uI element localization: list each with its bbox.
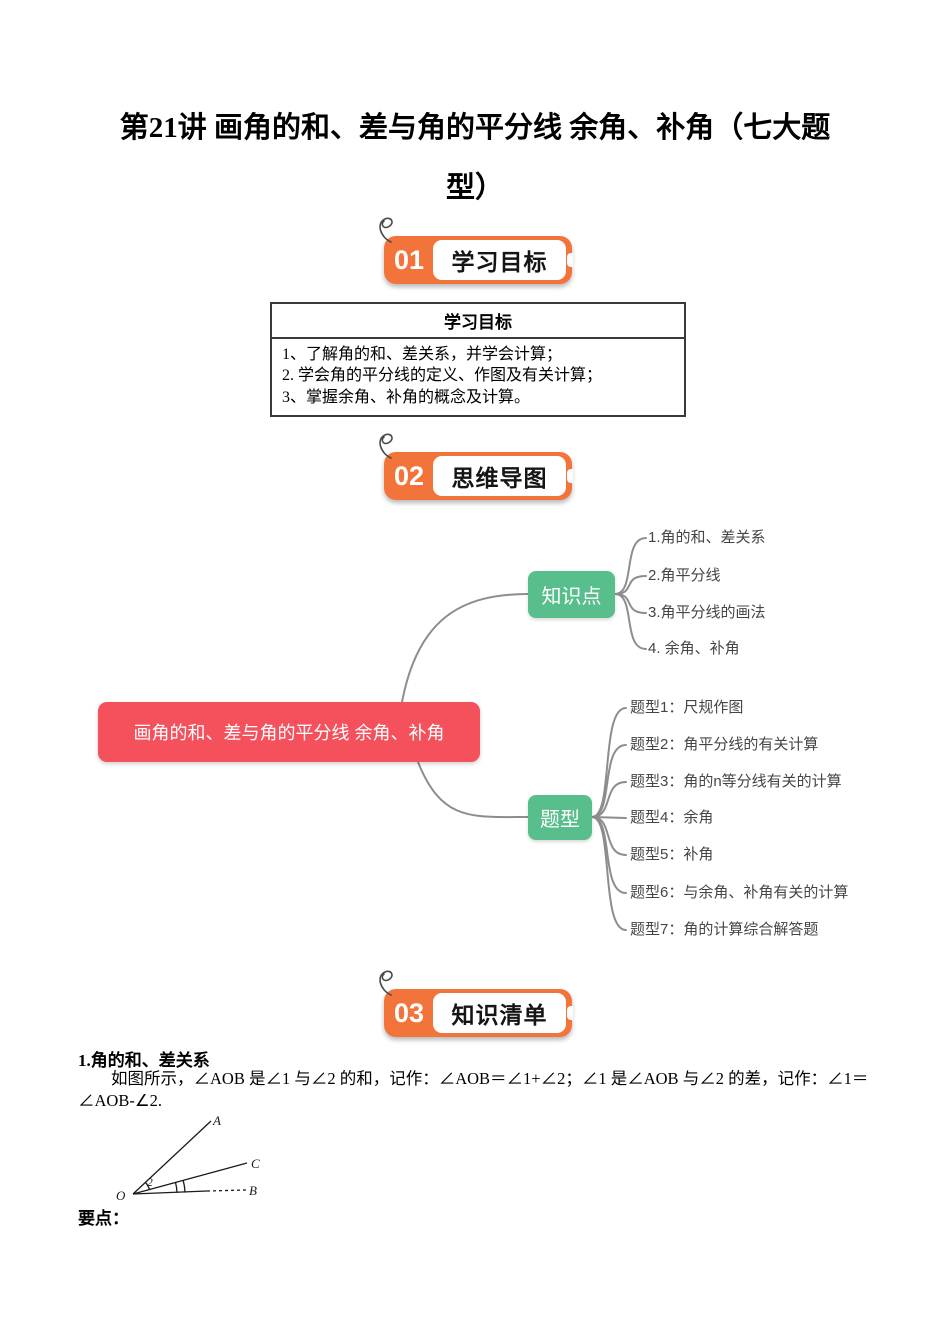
mindmap-knowledge-item: 4. 余角、补角 bbox=[648, 640, 740, 657]
mindmap-root-node: 画角的和、差与角的平分线 余角、补角 bbox=[98, 702, 480, 762]
figure-angle-2-label: 2 bbox=[147, 1177, 153, 1189]
figure-label-b: B bbox=[249, 1183, 257, 1198]
angle-1-arc bbox=[174, 1182, 178, 1193]
objectives-table-body: 1、了解角的和、差关系，并学会计算； 2. 学会角的平分线的定义、作图及有关计算… bbox=[272, 339, 684, 415]
ray-oa bbox=[132, 1120, 212, 1195]
mindmap-problem-type-item: 题型5：补角 bbox=[630, 846, 714, 863]
squiggle-clip-icon bbox=[379, 970, 393, 996]
angle-2-arc bbox=[145, 1182, 151, 1190]
section-badge-01: 01 学习目标 bbox=[379, 217, 573, 284]
squiggle-clip-icon bbox=[379, 433, 393, 459]
mindmap-problem-type-item: 题型3：角的n等分线有关的计算 bbox=[630, 773, 842, 790]
section-title: 学习目标 bbox=[433, 240, 566, 280]
figure-label-c: C bbox=[251, 1156, 260, 1171]
section-number: 03 bbox=[393, 998, 425, 1028]
ray-ob-dashed bbox=[206, 1189, 247, 1192]
page-title-line2: 型） bbox=[445, 172, 504, 204]
section-title: 知识清单 bbox=[433, 993, 566, 1033]
ray-oc bbox=[132, 1162, 248, 1195]
mindmap-problem-type-item: 题型6：与余角、补角有关的计算 bbox=[630, 884, 849, 901]
ray-ob-solid bbox=[132, 1190, 208, 1195]
section-number: 01 bbox=[393, 245, 425, 275]
section-number: 02 bbox=[393, 461, 425, 491]
objective-item: 3、掌握余角、补角的概念及计算。 bbox=[282, 388, 531, 406]
mindmap-connectors bbox=[401, 537, 647, 931]
knowledge-paragraph: 如图所示，∠AOB 是∠1 与∠2 的和，记作：∠AOB＝∠1+∠2；∠1 是∠… bbox=[78, 1069, 869, 1111]
mindmap-branch-problem-types: 题型 bbox=[528, 795, 592, 840]
angle-1-arc2 bbox=[182, 1180, 186, 1193]
objective-item: 1、了解角的和、差关系，并学会计算； bbox=[282, 346, 563, 363]
keypoints-label: 要点： bbox=[78, 1209, 129, 1228]
page-title: 第21讲 画角的和、差与角的平分线 余角、补角（七大题 型） bbox=[0, 98, 950, 218]
mindmap-problem-type-item: 题型1：尺规作图 bbox=[630, 699, 744, 716]
knowledge-heading: 1.角的和、差关系 bbox=[78, 1051, 210, 1070]
objectives-table-header: 学习目标 bbox=[272, 304, 684, 339]
mindmap-knowledge-item: 2.角平分线 bbox=[648, 567, 721, 584]
section-badge-03: 03 知识清单 bbox=[379, 970, 573, 1037]
page-title-line1: 第21讲 画角的和、差与角的平分线 余角、补角（七大题 bbox=[119, 112, 831, 144]
figure-label-o: O bbox=[116, 1188, 126, 1203]
mindmap-problem-type-item: 题型4：余角 bbox=[630, 809, 714, 826]
mindmap-knowledge-item: 3.角平分线的画法 bbox=[648, 604, 766, 621]
section-title: 思维导图 bbox=[433, 456, 566, 496]
mindmap-problem-type-item: 题型7：角的计算综合解答题 bbox=[630, 921, 819, 938]
objectives-table: 学习目标 1、了解角的和、差关系，并学会计算； 2. 学会角的平分线的定义、作图… bbox=[270, 302, 686, 417]
angle-sum-figure: A C B O 2 bbox=[116, 1113, 260, 1203]
figure-label-a: A bbox=[212, 1113, 221, 1128]
mindmap-branch-knowledge: 知识点 bbox=[528, 571, 615, 618]
squiggle-clip-icon bbox=[379, 217, 393, 243]
objective-item: 2. 学会角的平分线的定义、作图及有关计算； bbox=[282, 367, 603, 385]
section-badge-02: 02 思维导图 bbox=[379, 433, 573, 500]
mindmap-knowledge-item: 1.角的和、差关系 bbox=[648, 529, 766, 546]
mindmap-problem-type-item: 题型2：角平分线的有关计算 bbox=[630, 736, 819, 753]
